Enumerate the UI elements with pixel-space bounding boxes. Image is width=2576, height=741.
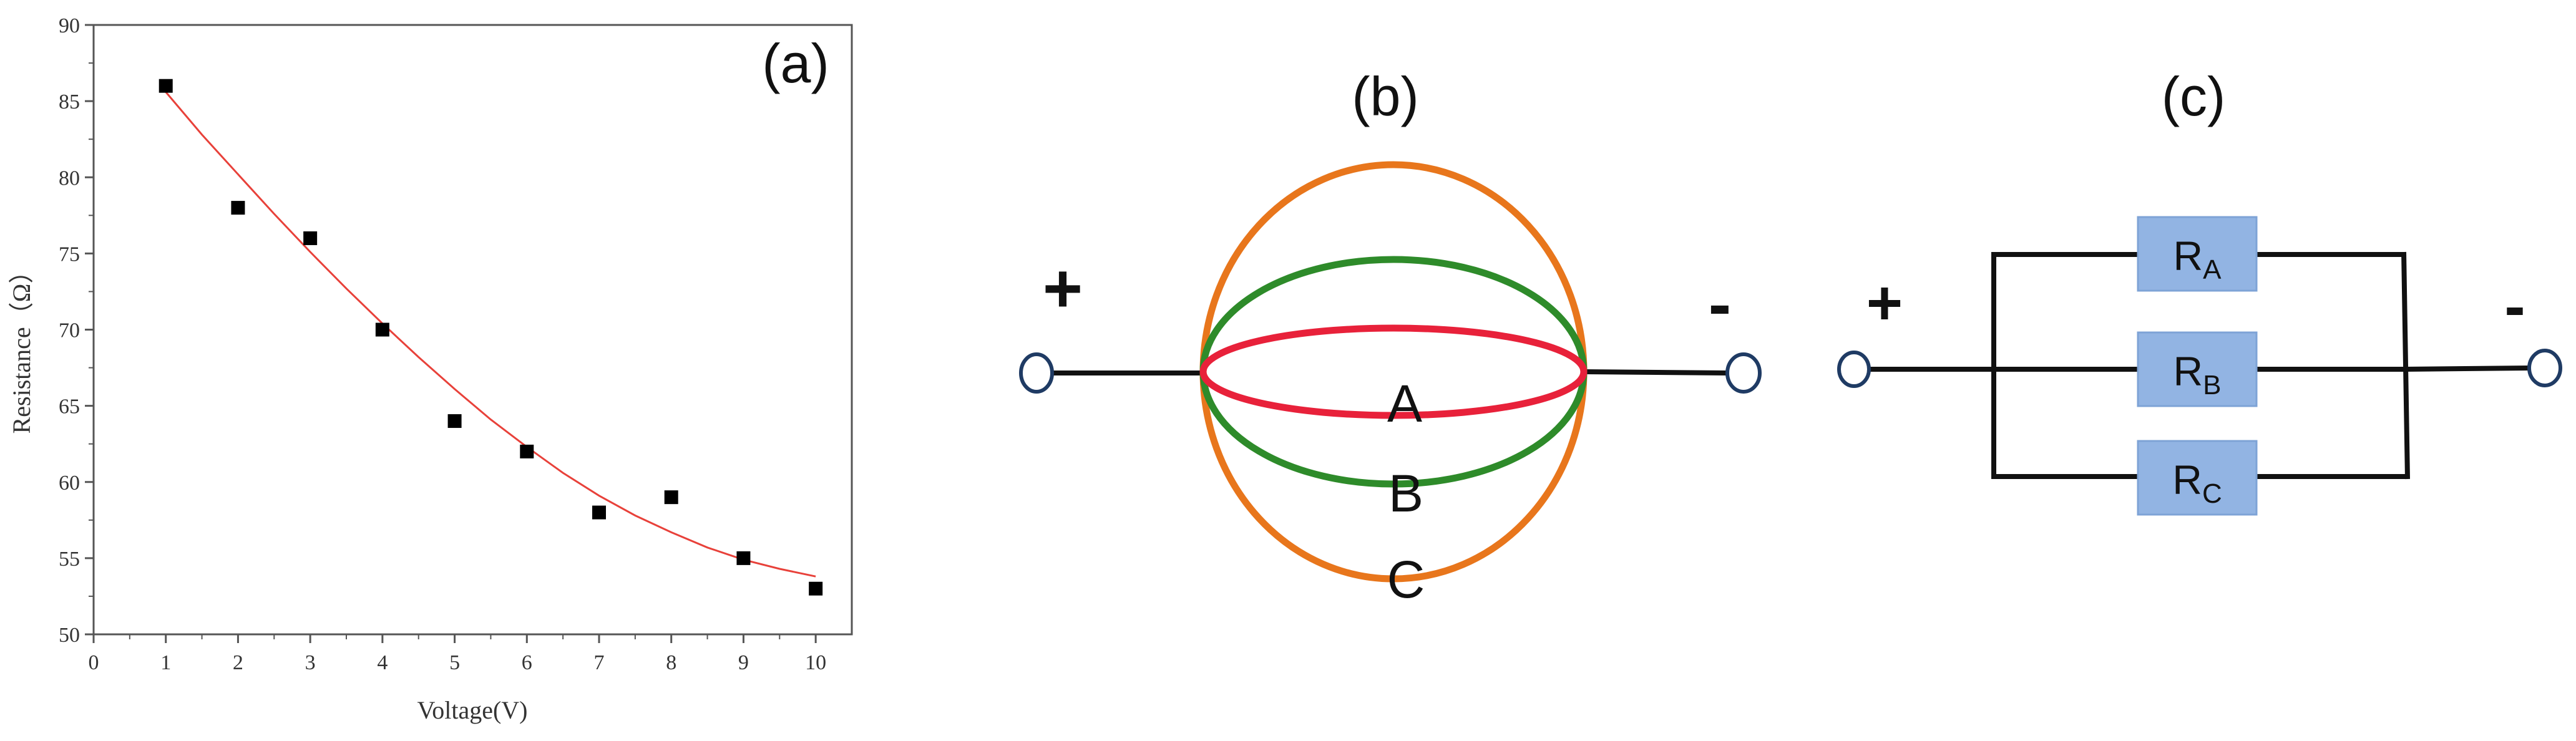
- terminal-right: [1725, 352, 1762, 394]
- y-tick-label: 60: [59, 472, 80, 495]
- chart-axes: [92, 24, 853, 636]
- y-tick-label: 55: [59, 548, 80, 571]
- data-point: [375, 322, 389, 337]
- plot-frame: [92, 24, 853, 636]
- bus-right: [2401, 251, 2410, 480]
- x-axis-label: Voltage(V): [417, 696, 528, 724]
- x-tick-label: 2: [233, 651, 243, 674]
- plus-sign-b: +: [1043, 250, 1083, 327]
- data-point: [303, 231, 318, 245]
- panel-a-chart: 0 1 2 3 4 5 6 7 8 9 10 50 55 60 65 70 75 80 85 90 Voltage(V…: [7, 14, 853, 724]
- panel-label-c: (c): [2162, 65, 2226, 127]
- minus-sign-c: -: [2504, 271, 2525, 341]
- y-tick-label: 75: [59, 243, 80, 266]
- data-point: [231, 201, 245, 215]
- y-tick-label: 65: [59, 395, 80, 419]
- data-point: [159, 79, 173, 93]
- resistor-c-subscript: C: [2202, 478, 2222, 509]
- resistor-b-symbol: R: [2173, 348, 2203, 394]
- x-tick-label: 4: [377, 651, 388, 674]
- resistor-b: RB: [2137, 331, 2258, 407]
- ellipse-b: [1199, 256, 1588, 488]
- panel-label-a: (a): [762, 32, 829, 94]
- terminal-right: [2527, 349, 2562, 387]
- data-point: [664, 490, 678, 505]
- x-tick-label: 9: [738, 651, 749, 674]
- data-point: [736, 551, 751, 565]
- label-b: B: [1388, 464, 1423, 523]
- panel-c-circuit: (c) RA RB RC + -: [1837, 65, 2562, 516]
- minus-sign-b: -: [1709, 266, 1732, 342]
- y-tick-label: 80: [59, 167, 80, 190]
- panel-label-b: (b): [1352, 65, 1419, 127]
- terminal-left: [1019, 352, 1054, 394]
- y-axis-label: Resistance（Ω）: [7, 259, 36, 434]
- terminal-left: [1837, 351, 1871, 388]
- resistor-c-symbol: R: [2172, 457, 2202, 503]
- x-tick-label: 3: [305, 651, 316, 674]
- panel-b-diagram: (b) + - A B C: [1019, 65, 1762, 609]
- svg-text:RC: RC: [2172, 457, 2222, 509]
- label-c: C: [1387, 550, 1425, 609]
- data-point: [447, 414, 462, 429]
- wire-out: [2403, 366, 2529, 372]
- y-tick-label: 85: [59, 90, 80, 114]
- resistor-a-subscript: A: [2203, 254, 2222, 285]
- fit-curve: [165, 91, 816, 578]
- x-tick-label: 8: [666, 651, 676, 674]
- chart-ticks: 0 1 2 3 4 5 6 7 8 9 10 50 55 60 65 70 75 80 85 90: [59, 14, 826, 674]
- resistor-a-symbol: R: [2173, 233, 2203, 279]
- x-tick-label: 6: [522, 651, 532, 674]
- x-tick-label: 5: [449, 651, 460, 674]
- resistor-b-subscript: B: [2203, 370, 2221, 400]
- y-tick-label: 50: [59, 624, 80, 647]
- x-tick-label: 0: [89, 651, 99, 674]
- x-tick-label: 10: [805, 651, 826, 674]
- fit-curve-group: [165, 91, 816, 578]
- data-point: [592, 505, 606, 520]
- y-tick-label: 90: [59, 14, 80, 37]
- wire-right: [1583, 369, 1728, 375]
- data-point: [520, 444, 534, 458]
- y-tick-label: 70: [59, 319, 80, 342]
- ellipse-a: [1199, 324, 1588, 419]
- svg-text:RB: RB: [2173, 348, 2221, 400]
- data-point: [809, 581, 823, 596]
- data-points-group: [159, 79, 823, 596]
- resistor-c: RC: [2137, 440, 2258, 516]
- x-tick-label: 1: [160, 651, 171, 674]
- plus-sign-c: +: [1866, 268, 1903, 338]
- svg-text:RA: RA: [2173, 233, 2222, 285]
- label-a: A: [1387, 374, 1422, 433]
- x-tick-label: 7: [594, 651, 605, 674]
- resistor-a: RA: [2137, 216, 2258, 292]
